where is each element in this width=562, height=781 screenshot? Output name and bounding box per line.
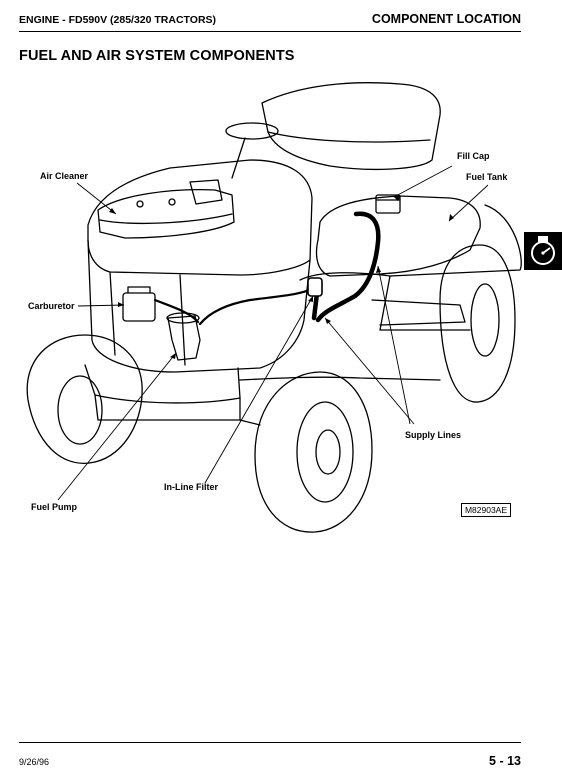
fuel-pump	[167, 315, 201, 361]
page-number: 5 - 13	[489, 754, 521, 768]
callout-inline-filter: In-Line Filter	[164, 482, 218, 492]
front-right-tire	[254, 371, 373, 533]
header-rule	[19, 31, 521, 32]
air-cleaner	[97, 189, 235, 239]
leader-air-cleaner	[76, 182, 117, 215]
rear-tire	[439, 244, 516, 403]
footer-rule	[19, 742, 521, 743]
figure-id-label: M82903AE	[461, 503, 511, 517]
callout-fuel-tank: Fuel Tank	[466, 172, 508, 182]
leader-inline-filter	[204, 295, 314, 484]
fill-cap	[375, 194, 401, 214]
seat	[261, 82, 441, 171]
header-section-title: ENGINE - FD590V (285/320 TRACTORS)	[19, 14, 217, 26]
header-chapter-title: COMPONENT LOCATION	[371, 12, 521, 26]
fuel-line-to-carb	[153, 298, 200, 324]
section-tab	[524, 232, 562, 270]
callout-fill-cap: Fill Cap	[457, 151, 490, 161]
front-left-tire	[26, 334, 143, 464]
leader-carburetor	[77, 304, 125, 307]
leader-fuel-pump	[57, 352, 177, 501]
page-title: FUEL AND AIR SYSTEM COMPONENTS	[19, 48, 295, 64]
grille	[87, 239, 311, 373]
hood	[87, 159, 313, 276]
callout-carburetor: Carburetor	[28, 301, 75, 311]
engine-gauge-icon	[531, 236, 555, 265]
front-bumper	[84, 364, 241, 404]
callout-fuel-pump: Fuel Pump	[31, 502, 78, 512]
leader-fuel-tank	[448, 184, 489, 222]
steering-wheel	[225, 122, 279, 140]
callout-supply-lines: Supply Lines	[405, 430, 462, 440]
supply-line-upper	[315, 211, 381, 323]
rear-fender	[299, 204, 522, 281]
leader-supply-lower	[324, 317, 415, 425]
callout-air-cleaner: Air Cleaner	[40, 171, 89, 181]
fuel-line-to-pump	[198, 286, 316, 326]
footer-date: 9/26/96	[19, 757, 50, 767]
inline-filter	[307, 277, 323, 297]
leader-supply-upper	[377, 265, 411, 425]
leader-fill-cap	[393, 165, 453, 198]
fuel-tank	[315, 195, 481, 277]
carburetor	[122, 292, 156, 322]
